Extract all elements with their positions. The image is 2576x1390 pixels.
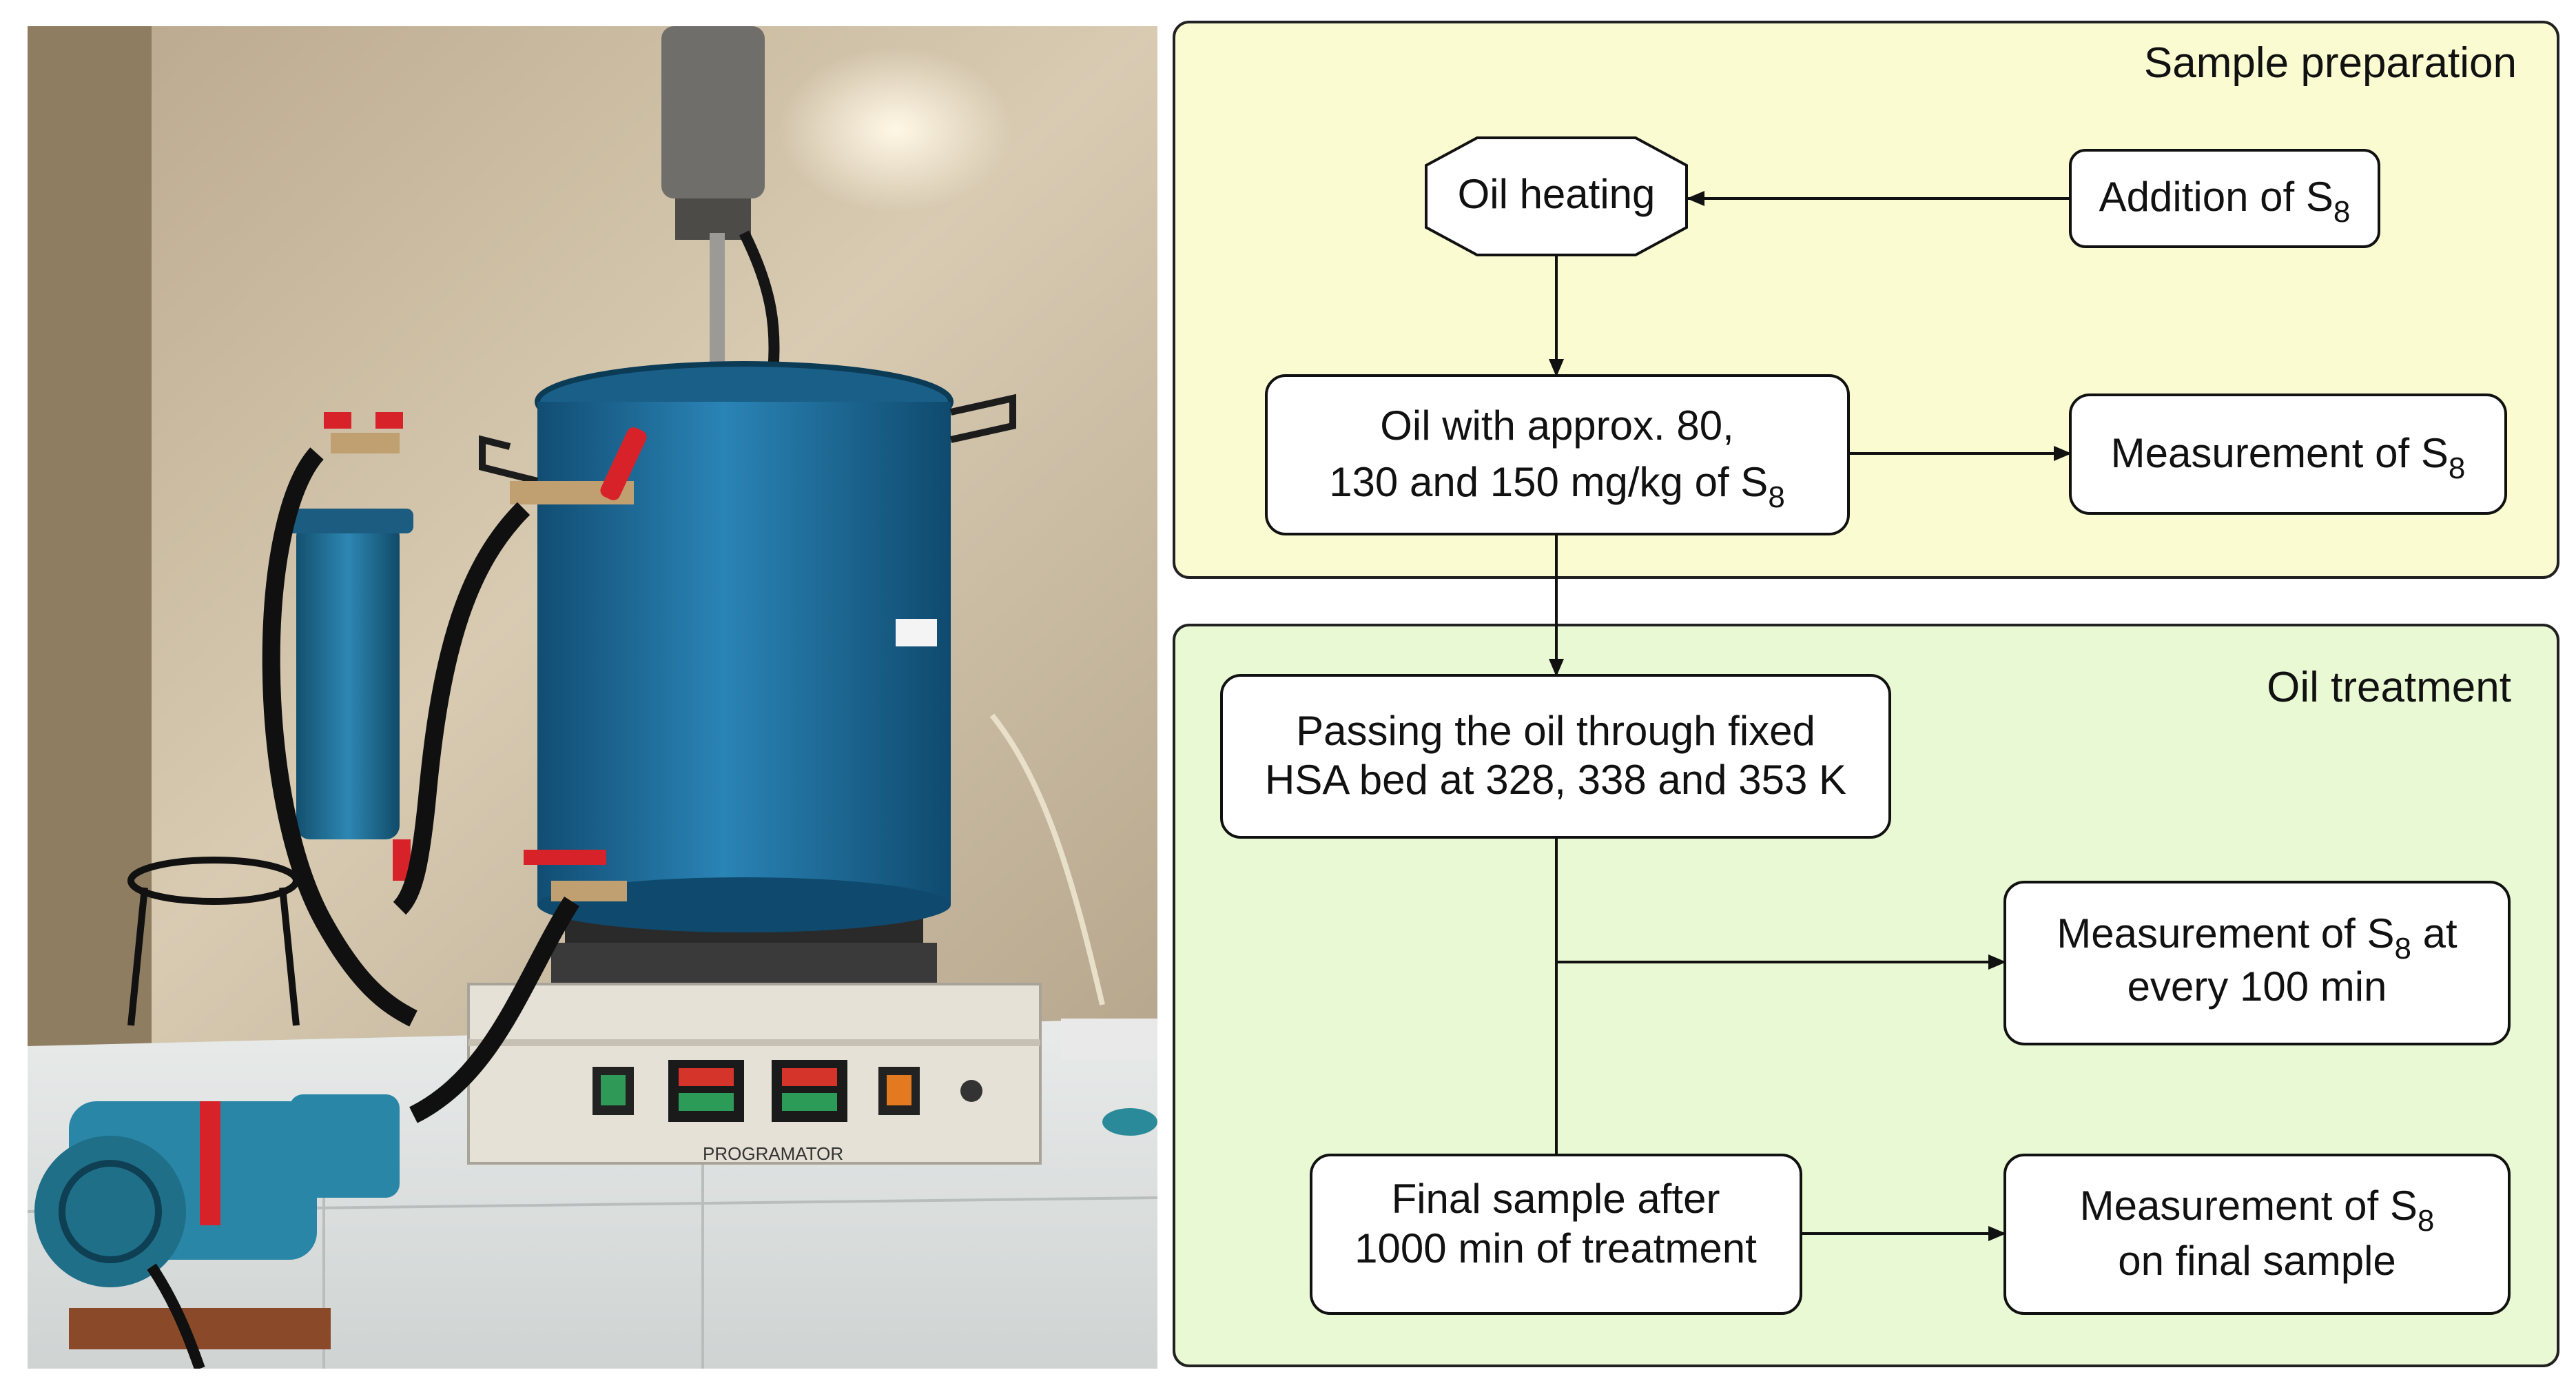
passing-node bbox=[1220, 674, 1891, 839]
pump-base bbox=[69, 1308, 331, 1349]
oil-with-line2: 130 and 150 mg/kg of S8 bbox=[1329, 459, 1785, 514]
measurement-every-node bbox=[2003, 881, 2511, 1045]
addition-node bbox=[2069, 149, 2380, 248]
hose-2 bbox=[393, 502, 530, 915]
left-wall bbox=[28, 26, 152, 1101]
control-knob bbox=[960, 1080, 982, 1102]
lamp-glow bbox=[779, 47, 1013, 212]
measurement-final-line1: Measurement of S8 bbox=[2080, 1183, 2435, 1238]
final-sample-line2: 1000 min of treatment bbox=[1354, 1225, 1757, 1271]
passing-line2: HSA bed at 328, 338 and 353 K bbox=[1265, 757, 1846, 803]
sample-preparation-title: Sample preparation bbox=[2144, 39, 2517, 87]
measurement-every-line1: Measurement of S8 at bbox=[2057, 910, 2457, 965]
measurement-final-line2: on final sample bbox=[2118, 1238, 2396, 1284]
filter-column bbox=[296, 522, 400, 839]
setup-photograph: PROGRAMATOR bbox=[28, 26, 1157, 1369]
oil-treatment-title: Oil treatment bbox=[2267, 664, 2511, 711]
final-sample-node bbox=[1310, 1154, 1802, 1315]
oil-heating-label: Oil heating bbox=[1458, 171, 1656, 217]
pot-label bbox=[896, 619, 937, 646]
controller-label: PROGRAMATOR bbox=[703, 1143, 843, 1164]
stirrer-motor bbox=[661, 26, 765, 198]
ring-stand bbox=[127, 857, 300, 905]
oil-with-node bbox=[1265, 374, 1850, 535]
final-sample-line1: Final sample after bbox=[1392, 1176, 1720, 1222]
power-strip bbox=[1061, 1019, 1157, 1060]
measurement-every-line2: every 100 min bbox=[2127, 963, 2387, 1010]
measurement-prep-label: Measurement of S8 bbox=[2111, 430, 2466, 485]
pump-fan-cover bbox=[34, 1136, 186, 1287]
addition-label: Addition of S8 bbox=[2099, 174, 2351, 229]
measurement-final-node bbox=[2003, 1154, 2511, 1315]
hose-1 bbox=[262, 447, 418, 1027]
oil-heating-node bbox=[1425, 136, 1688, 256]
stirrer-shaft bbox=[710, 233, 725, 398]
hose-3 bbox=[409, 897, 579, 1123]
oil-with-line1: Oil with approx. 80, bbox=[1380, 402, 1734, 449]
measurement-prep-node bbox=[2069, 394, 2507, 515]
passing-line1: Passing the oil through fixed bbox=[1296, 708, 1815, 754]
